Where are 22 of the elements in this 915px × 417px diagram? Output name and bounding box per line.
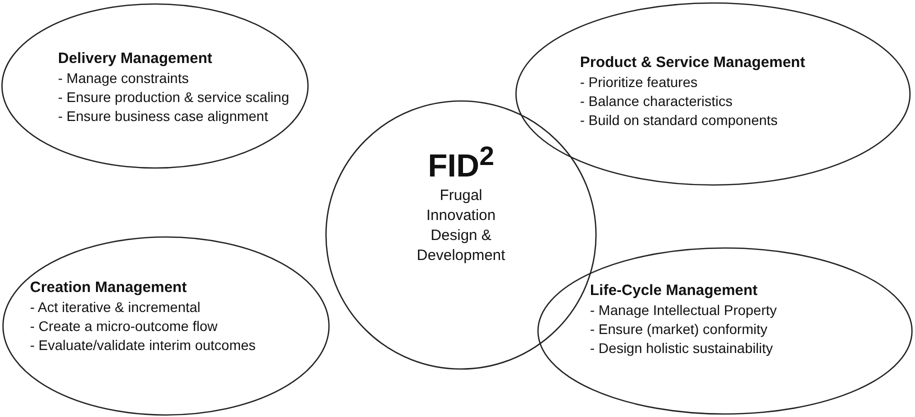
subtitle: Frugal Innovation Design & Development <box>416 186 506 266</box>
list-item: - Create a micro-outcome flow <box>30 317 218 336</box>
heading: Delivery Management <box>58 50 212 67</box>
management-ellipse <box>2 236 330 416</box>
acronym-label: FID$^{2}$ <box>428 140 494 184</box>
management-ellipse <box>537 247 913 415</box>
list-item: - Ensure (market) conformity <box>590 320 768 339</box>
heading: Product & Service Management <box>580 54 806 71</box>
list-item: - Ensure business case alignment <box>58 107 268 126</box>
heading: Creation Management <box>30 279 187 296</box>
management-ellipse <box>1 3 309 169</box>
list-item: - Build on standard components <box>580 111 778 130</box>
heading: Life-Cycle Management <box>590 282 758 299</box>
list-item: - Balance characteristics <box>580 92 733 111</box>
list-item: - Manage constraints <box>58 69 189 88</box>
list-item: - Ensure production & service scaling <box>58 88 290 107</box>
list-item: - Manage Intellectual Property <box>590 301 777 320</box>
management-ellipse <box>515 2 911 186</box>
list-item: - Prioritize features <box>580 73 698 92</box>
list-item: - Evaluate/validate interim outcomes <box>30 336 256 355</box>
list-item: - Act iterative & incremental <box>30 298 200 317</box>
list-item: - Design holistic sustainability <box>590 339 773 358</box>
